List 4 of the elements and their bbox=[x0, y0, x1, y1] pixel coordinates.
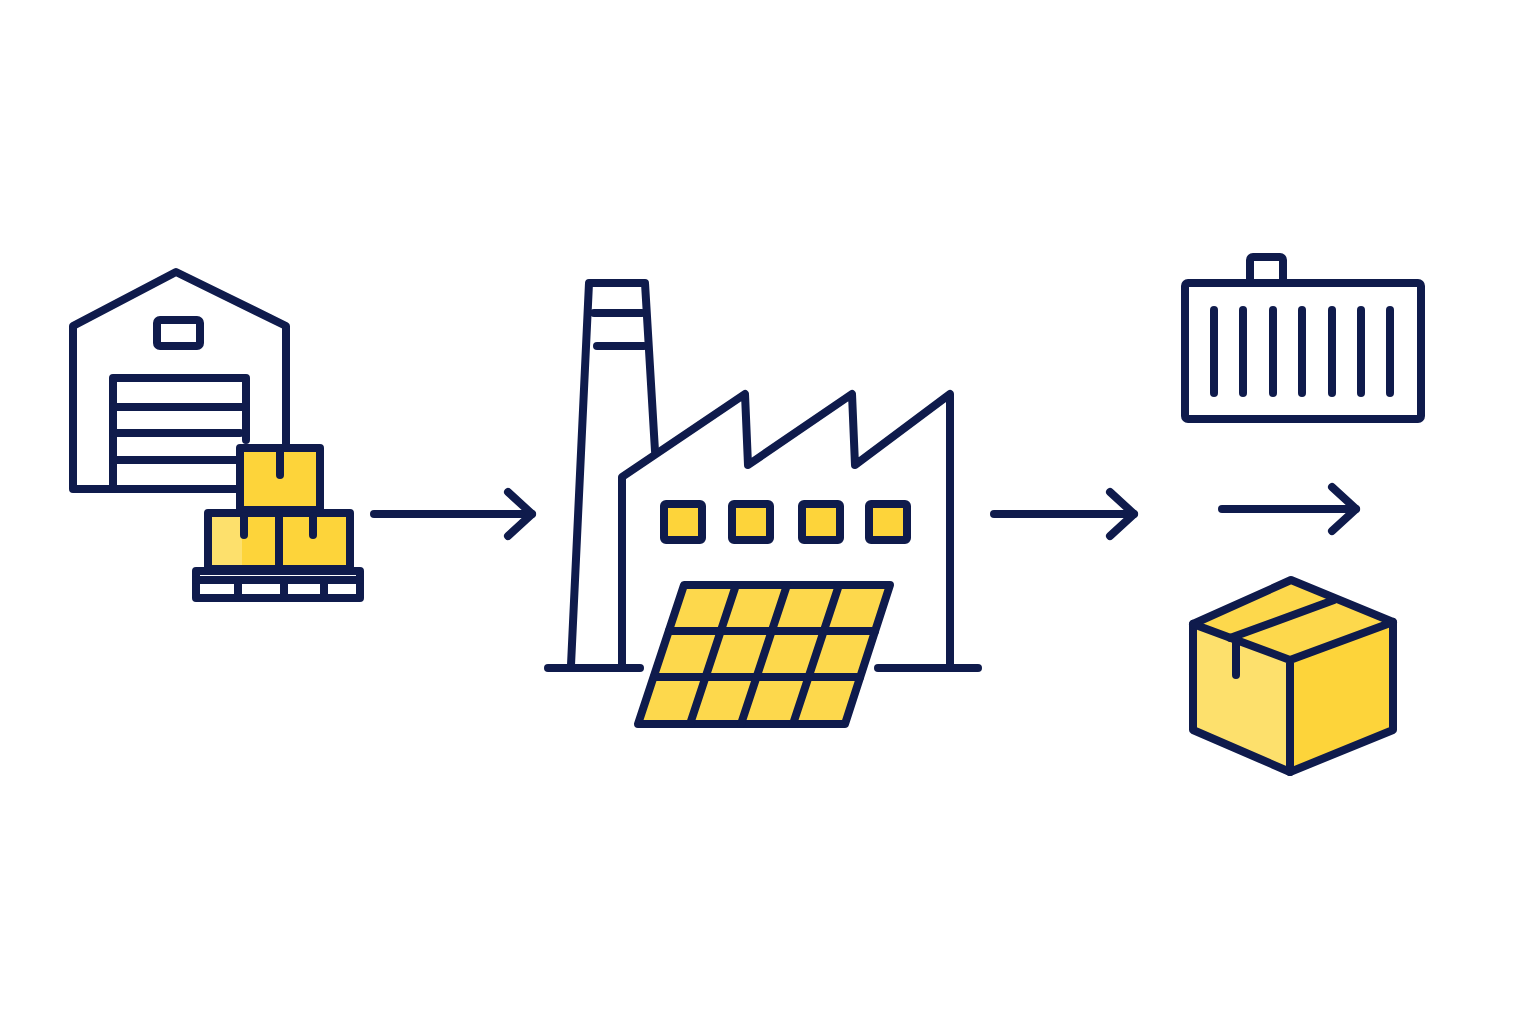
arrow bbox=[990, 488, 1138, 540]
arrow bbox=[370, 488, 536, 540]
shipping-container-illustration bbox=[1178, 250, 1428, 426]
cardboard-box-illustration bbox=[1186, 574, 1400, 778]
